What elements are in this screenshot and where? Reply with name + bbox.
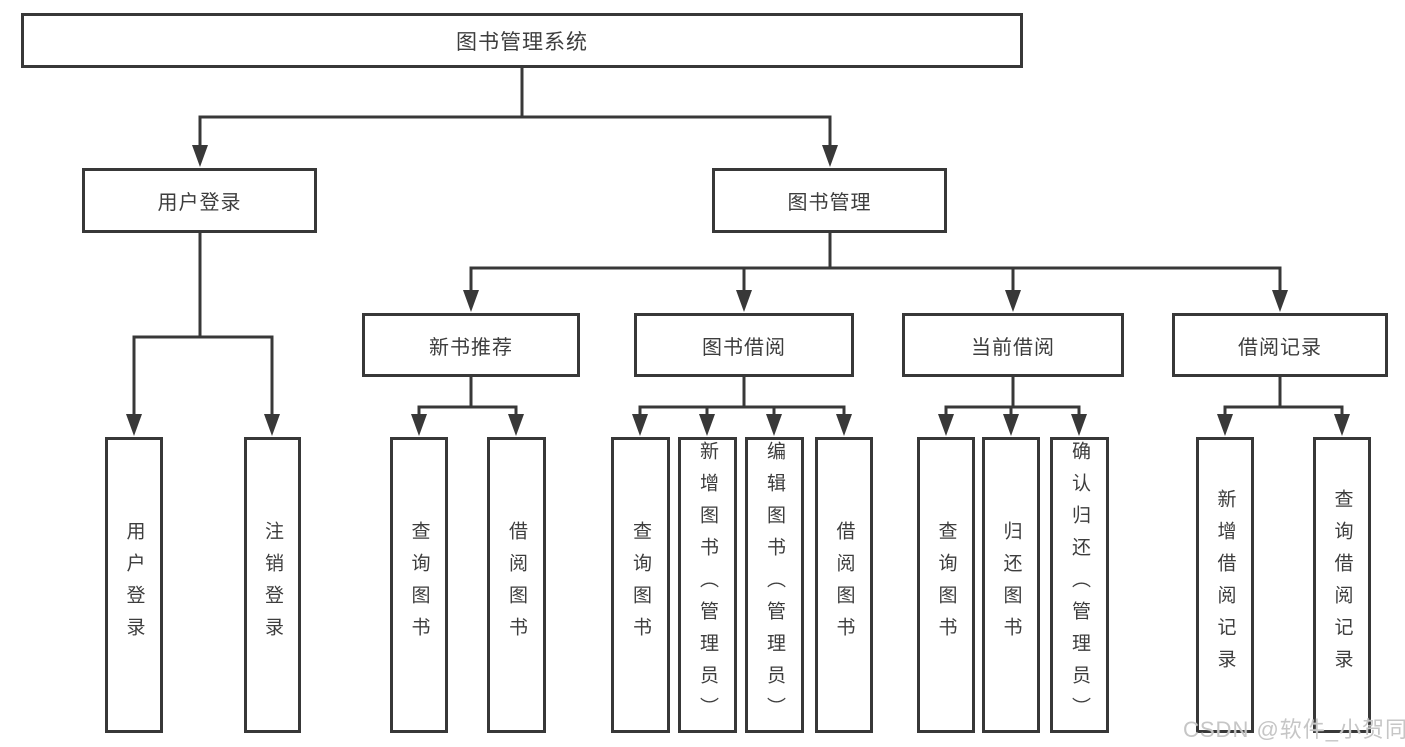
leaf-records-query-borrow-record: 查询借阅记录 (1313, 437, 1371, 733)
leaf-logout: 注销登录 (244, 437, 301, 733)
leaf-current-return-books: 归还图书 (982, 437, 1040, 733)
node-current-borrowing: 当前借阅 (902, 313, 1124, 377)
leaf-current-confirm-return-admin: 确认归还（管理员） (1050, 437, 1109, 733)
connector-path (132, 67, 1344, 418)
node-label: 图书借阅 (702, 336, 786, 359)
leaf-borrow-edit-books-admin: 编辑图书（管理员） (745, 437, 804, 733)
leaf-label: 确认归还（管理员） (1069, 441, 1090, 729)
leaf-label: 查询图书 (935, 521, 957, 649)
leaf-label: 归还图书 (1000, 521, 1022, 649)
node-label: 图书管理系统 (456, 30, 588, 54)
node-label: 用户登录 (157, 192, 242, 214)
leaf-label: 查询借阅记录 (1331, 489, 1353, 681)
csdn-watermark: CSDN @软件_小贺同学 (1183, 717, 1405, 742)
leaf-borrow-query-books: 查询图书 (611, 437, 670, 733)
leaf-newbook-query-books: 查询图书 (390, 437, 448, 733)
leaf-label: 借阅图书 (833, 521, 855, 649)
leaf-label: 新增图书（管理员） (697, 441, 718, 729)
node-label: 图书管理 (787, 192, 872, 214)
leaf-label: 编辑图书（管理员） (764, 441, 785, 729)
node-label: 借阅记录 (1238, 336, 1322, 359)
leaf-label: 查询图书 (408, 521, 430, 649)
node-book-management: 图书管理 (712, 168, 947, 233)
leaf-user-login: 用户登录 (105, 437, 163, 733)
node-book-borrowing: 图书借阅 (634, 313, 854, 377)
leaf-label: 借阅图书 (506, 521, 527, 649)
leaf-label: 注销登录 (262, 521, 283, 649)
node-new-book-recommend: 新书推荐 (362, 313, 580, 377)
leaf-current-query-books: 查询图书 (917, 437, 975, 733)
node-user-login: 用户登录 (82, 168, 317, 233)
node-library-management-system: 图书管理系统 (21, 13, 1023, 68)
leaf-records-add-borrow-record: 新增借阅记录 (1196, 437, 1254, 733)
leaf-label: 新增借阅记录 (1214, 489, 1236, 681)
node-label: 当前借阅 (971, 336, 1055, 359)
node-label: 新书推荐 (429, 336, 513, 359)
leaf-label: 查询图书 (630, 521, 651, 649)
arrowheads (126, 145, 1350, 436)
leaf-borrow-borrow-books: 借阅图书 (815, 437, 873, 733)
leaf-newbook-borrow-books: 借阅图书 (487, 437, 546, 733)
node-borrowing-records: 借阅记录 (1172, 313, 1388, 377)
leaf-borrow-add-books-admin: 新增图书（管理员） (678, 437, 737, 733)
leaf-label: 用户登录 (123, 521, 145, 649)
